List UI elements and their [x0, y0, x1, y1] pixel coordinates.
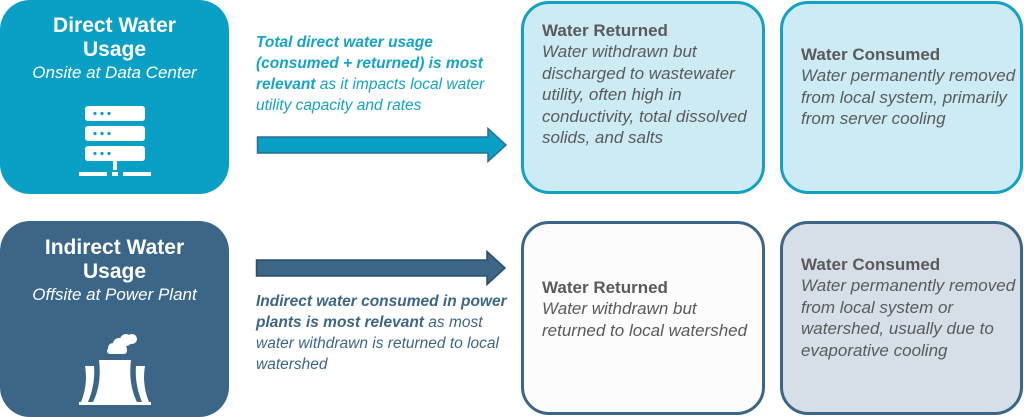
indirect-water-consumed-card: Water Consumed Water permanently removed… [780, 221, 1023, 415]
direct-water-usage-box: Direct Water Usage Onsite at Data Center [0, 0, 229, 194]
indirect-water-returned-card: Water Returned Water withdrawn but retur… [521, 221, 765, 415]
card-title: Water Consumed [801, 255, 941, 274]
card-title: Water Returned [542, 278, 668, 297]
card-body: Water permanently removed from local sys… [801, 66, 1016, 128]
direct-note-emphasis: Total direct water usage (consumed + ret… [256, 34, 483, 93]
indirect-relevance-note: Indirect water consumed in power plants … [256, 291, 518, 375]
card-body: Water withdrawn but returned to local wa… [542, 299, 748, 340]
indirect-title-line2: Usage [82, 260, 147, 283]
indirect-note-text: as most water withdrawn is returned to l… [256, 314, 499, 373]
direct-note-text: as it impacts local water utility capaci… [256, 76, 485, 114]
direct-relevance-note: Total direct water usage (consumed + ret… [256, 32, 518, 116]
card-body: Water permanently removed from local sys… [801, 276, 1016, 360]
direct-title-line1: Direct Water [53, 14, 176, 37]
direct-water-returned-card: Water Returned Water withdrawn but disch… [521, 1, 765, 194]
direct-subtitle: Onsite at Data Center [32, 63, 197, 82]
indirect-note-emphasis: Indirect water consumed in power plants … [256, 293, 507, 331]
indirect-title-line1: Indirect Water [44, 236, 185, 259]
indirect-water-usage-box: Indirect Water Usage Offsite at Power Pl… [0, 221, 229, 417]
direct-water-consumed-card: Water Consumed Water permanently removed… [780, 1, 1023, 194]
server-rack-icon [78, 106, 151, 176]
card-title: Water Consumed [801, 45, 941, 64]
power-plant-cooling-tower-icon [78, 334, 151, 405]
direct-title-line2: Usage [82, 38, 147, 61]
indirect-arrow [255, 250, 507, 286]
direct-arrow [256, 127, 508, 163]
indirect-subtitle: Offsite at Power Plant [32, 285, 197, 304]
card-title: Water Returned [542, 21, 668, 40]
card-body: Water withdrawn but discharged to wastew… [542, 42, 747, 147]
